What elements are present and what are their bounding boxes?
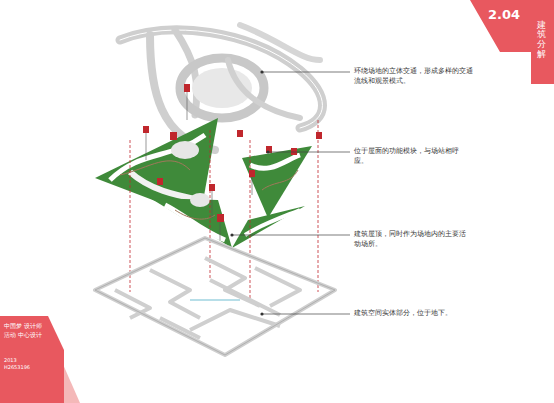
function-cubes [143,84,322,222]
leader-dots [230,70,269,315]
section-title: 建筑分解 [537,21,546,61]
tab-fill [0,316,64,403]
roof-layer [95,118,312,248]
floor-plan [95,238,335,355]
project-code: 2013 H2653196 [4,357,40,371]
cube-stems [146,92,252,240]
section-tab: 2.04建筑分解 [470,0,554,84]
page-number: 2.04 [488,7,538,23]
project-tag: 中国梦 设计师活动 中心设计 2013 H2653196 [0,316,64,403]
callout-text: 建筑空间实体部分，位于地下。 [354,308,472,318]
tab-fill [470,0,554,84]
callout-text: 建筑屋顶，同时作为场地内的主要活动场所。 [354,229,472,249]
project-title: 中国梦 设计师活动 中心设计 [4,321,42,339]
water-strip [190,299,240,301]
road-layer [120,25,323,150]
floor-plan-edge [95,238,335,355]
callout-text: 位于屋面的功能模块，与场站相呼应。 [354,146,472,166]
callout-text: 环绕场地的立体交通，形成多样的交通流线和观景模式。 [354,66,476,86]
leader-lines [232,72,350,314]
